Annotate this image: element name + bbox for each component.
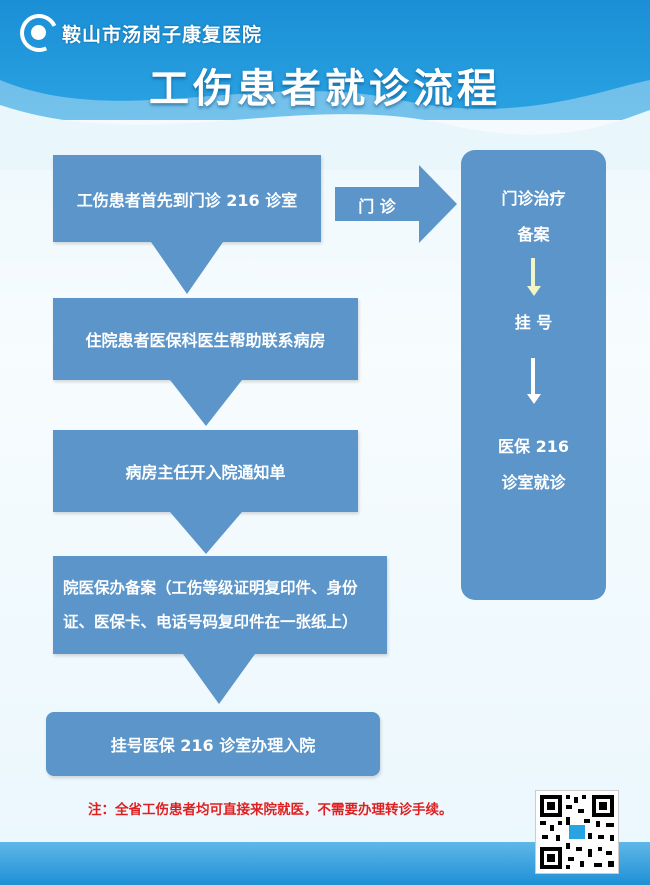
flow-step-2: 住院患者医保科医生帮助联系病房 xyxy=(53,298,358,380)
branch-down-arrow-1 xyxy=(527,258,541,296)
branch-item-2: 挂 号 xyxy=(514,313,553,332)
logo-dot xyxy=(31,25,46,40)
flow-step-1: 工伤患者首先到门诊 216 诊室 xyxy=(53,155,321,242)
flow-step-3-text: 病房主任开入院通知单 xyxy=(125,463,286,482)
down-arrow-3 xyxy=(170,512,242,554)
branch-item-3-line2: 诊室就诊 xyxy=(501,473,566,492)
branch-down-arrow-2 xyxy=(527,358,541,404)
flow-step-2-text: 住院患者医保科医生帮助联系病房 xyxy=(85,331,326,350)
flow-step-5-text: 挂号医保 216 诊室办理入院 xyxy=(110,736,316,755)
header-band xyxy=(0,0,650,120)
hospital-name: 鞍山市汤岗子康复医院 xyxy=(62,24,263,46)
outpatient-arrow-label: 门 诊 xyxy=(358,197,396,216)
qr-code-graphic xyxy=(536,791,618,873)
flow-step-3: 病房主任开入院通知单 xyxy=(53,430,358,512)
branch-item-1-line1: 门诊治疗 xyxy=(501,189,566,208)
flow-step-4-text-line2: 证、医保卡、电话号码复印件在一张纸上） xyxy=(63,613,358,631)
branch-item-3-line1: 医保 216 xyxy=(498,437,569,456)
flow-step-1-text: 工伤患者首先到门诊 216 诊室 xyxy=(76,190,298,210)
flow-step-4-text-line1: 院医保办备案（工伤等级证明复印件、身份 xyxy=(63,579,358,597)
footer-note: 注：全省工伤患者均可直接来院就医，不需要办理转诊手续。 xyxy=(88,802,453,818)
outpatient-branch: 门诊治疗 备案 挂 号 医保 216 诊室就诊 xyxy=(461,150,606,600)
qr-code-icon xyxy=(535,790,619,874)
down-arrow-4 xyxy=(183,654,255,704)
branch-item-1-line2: 备案 xyxy=(517,225,550,244)
outpatient-arrow xyxy=(335,165,457,243)
flow-step-5: 挂号医保 216 诊室办理入院 xyxy=(46,712,380,776)
flow-step-4: 院医保办备案（工伤等级证明复印件、身份 证、医保卡、电话号码复印件在一张纸上） xyxy=(53,556,387,654)
page-title: 工伤患者就诊流程 xyxy=(149,66,501,112)
down-arrow-2 xyxy=(170,380,242,426)
down-arrow-1 xyxy=(151,242,223,294)
